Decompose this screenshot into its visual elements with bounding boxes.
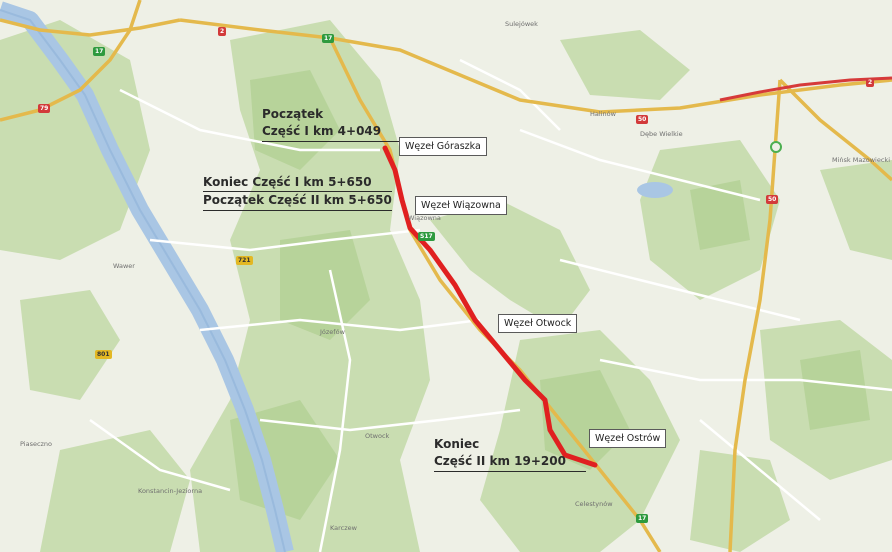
major-road (778, 78, 892, 182)
forest-patch (280, 230, 370, 340)
forest-area (0, 20, 150, 260)
place-label: Celestynów (575, 500, 613, 508)
place-label: Józefów (320, 328, 345, 336)
road-shield: 79 (38, 104, 51, 113)
road-shield: 801 (95, 350, 112, 359)
forest-area (20, 290, 120, 400)
river-bank (0, 9, 286, 552)
minor-road (559, 258, 801, 322)
road-shield: 50 (636, 115, 649, 124)
roundabout-marker (770, 141, 782, 153)
annotation-text: Początek Część II km 5+650 (203, 192, 392, 211)
road-shield: 17 (636, 514, 649, 523)
annotation-end-part1: Koniec Część I km 5+650 Początek Część I… (203, 174, 392, 211)
forest-area (820, 160, 892, 260)
minor-road (149, 228, 421, 252)
junction-label-ostrow[interactable]: Węzeł Ostrów (589, 429, 667, 448)
place-label: Piaseczno (20, 440, 53, 448)
forest-area (40, 430, 190, 552)
minor-road (599, 358, 892, 392)
place-label: Mińsk Mazowiecki (832, 156, 890, 164)
junction-label-otwock[interactable]: Węzeł Otwock (498, 314, 578, 333)
minor-road (699, 419, 821, 521)
forest-area (560, 30, 690, 100)
road-shield: 50 (766, 195, 779, 204)
place-label: Konstancin-Jeziorna (138, 487, 203, 495)
road-shield: S17 (418, 232, 435, 241)
minor-road (89, 418, 231, 492)
annotation-end-part2: Koniec Część II km 19+200 (434, 436, 586, 472)
junction-label-wiazowna[interactable]: Węzeł Wiązowna (415, 196, 507, 215)
annotation-text: Koniec Część I km 5+650 (203, 174, 392, 192)
place-label: Sulejówek (505, 20, 538, 28)
minor-road (459, 58, 561, 131)
minor-road (199, 318, 481, 332)
road-shield: 17 (322, 34, 335, 43)
major-road (0, 18, 181, 37)
forest-patch (690, 180, 750, 250)
road-shield: 2 (218, 27, 227, 36)
place-label: Karczew (330, 524, 357, 532)
place-label: Halinów (590, 110, 616, 118)
forest-patch (800, 350, 870, 430)
minor-road (259, 408, 521, 432)
annotation-text: Koniec (434, 437, 480, 451)
junction-label-goraszka[interactable]: Węzeł Góraszka (399, 137, 487, 156)
s17-section-route (382, 145, 598, 468)
s2-route (719, 76, 892, 102)
place-label: Otwock (365, 432, 390, 440)
minor-roads (89, 58, 892, 552)
forest-area (430, 200, 590, 330)
place-label: Wawer (113, 262, 135, 270)
road-shield: 17 (93, 47, 106, 56)
road-shield: 2 (866, 78, 875, 87)
minor-road (519, 128, 761, 202)
road-shield: 721 (236, 256, 253, 265)
annotation-start-part1: Początek Część I km 4+049 (262, 106, 422, 142)
place-label: Wiązowna (408, 214, 441, 222)
annotation-text: Część II km 19+200 (434, 453, 586, 472)
annotation-text: Początek (262, 107, 324, 121)
minor-road (318, 269, 352, 552)
lake (637, 182, 673, 198)
minor-road (119, 88, 380, 152)
major-road (0, 0, 142, 122)
place-label: Dębe Wielkie (640, 130, 683, 138)
annotation-text: Część I km 4+049 (262, 123, 422, 142)
major-road (179, 18, 892, 114)
